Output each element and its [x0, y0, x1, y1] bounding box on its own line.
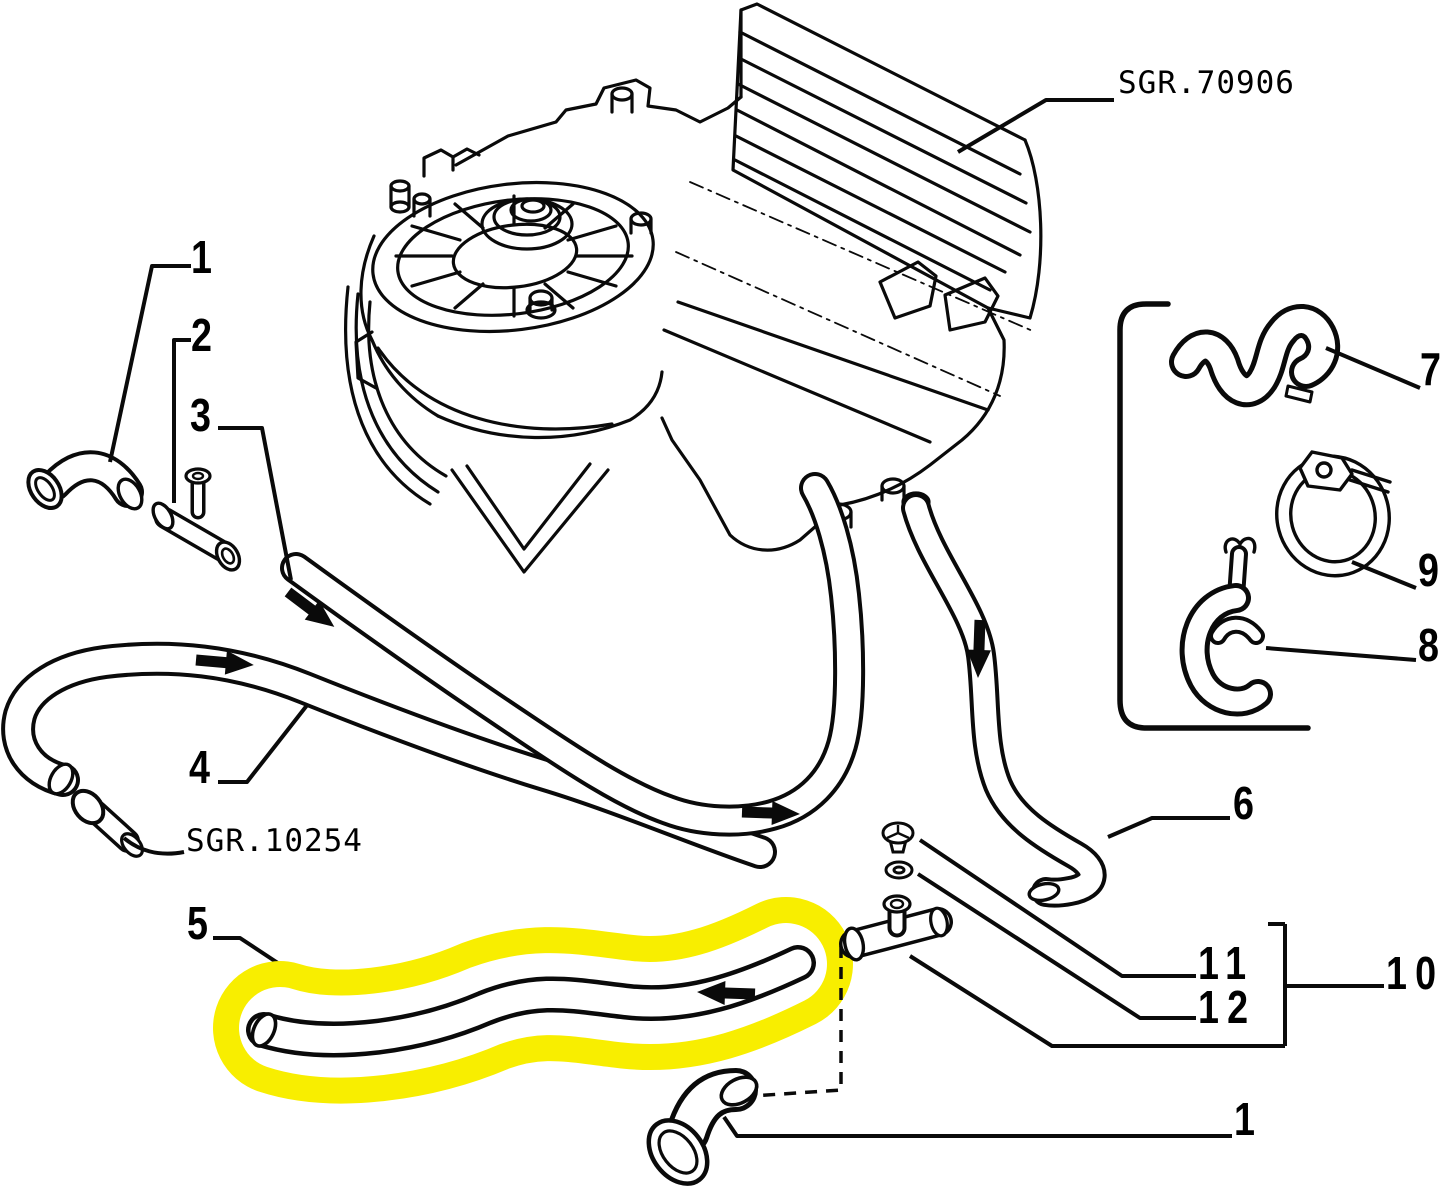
tee-fitting-part2: [151, 467, 242, 572]
leader-part6: [1107, 816, 1230, 839]
elbow-hose-part1-bottom: [646, 1068, 759, 1186]
callout-part8: 8: [1418, 619, 1439, 671]
leader-part7: [1325, 346, 1421, 390]
ref-code-sgr-10254: SGR.10254: [186, 823, 363, 859]
callout-part3: 3: [190, 389, 211, 441]
valve-part11: [881, 821, 915, 854]
flow-arrow-hose6: [966, 619, 991, 678]
leader-sgr10254: [122, 836, 185, 856]
callout-part9: 9: [1418, 544, 1439, 596]
hose-part6: [901, 493, 1107, 908]
hose-part4: [1, 641, 777, 869]
leader-part4: [218, 702, 310, 784]
callout-part11: 11: [1198, 937, 1255, 989]
grommet-part12: [884, 860, 914, 880]
hose-part3: [280, 472, 866, 837]
leader-part3: [218, 426, 293, 581]
tee-assembly-part10: [839, 894, 953, 962]
callout-part4: 4: [189, 741, 210, 793]
hose-clip-part7: [1169, 304, 1341, 408]
leader-part1-bottom: [722, 1115, 1232, 1138]
leader-part1-top: [108, 264, 191, 463]
leader-sgr70906: [956, 98, 1114, 154]
dashed-connection-line: [751, 946, 843, 1098]
leader-lines: [108, 98, 1421, 1138]
callout-part10: 10: [1386, 947, 1445, 999]
callout-part5: 5: [187, 897, 208, 949]
elbow-hose-part1-top: [26, 450, 144, 511]
leader-part9: [1351, 560, 1417, 590]
callout-part7: 7: [1420, 343, 1441, 395]
flow-arrows: [195, 587, 991, 1005]
flow-arrow-hose3-bottom: [741, 801, 800, 826]
callout-part1-bottom: 1: [1234, 1093, 1255, 1145]
bracket-part10: [908, 922, 1384, 1048]
clips-bracket: [1117, 301, 1311, 731]
flow-arrow-hose3: [284, 587, 335, 627]
leader-part12: [916, 872, 1196, 1020]
flow-arrow-hose5: [697, 980, 756, 1005]
callout-part1-top: 1: [191, 231, 212, 283]
callout-part2: 2: [191, 309, 212, 361]
leader-part2: [172, 338, 191, 503]
callout-part12: 12: [1198, 981, 1257, 1033]
leader-part11: [918, 838, 1196, 978]
flow-arrow-hose4: [195, 650, 254, 675]
ref-code-sgr-70906: SGR.70906: [1118, 65, 1295, 101]
spring-clip-part8: [1179, 536, 1273, 717]
fin-panel: [731, 2, 1043, 320]
hose-clamp-part9: [1275, 450, 1392, 578]
leader-part8: [1265, 646, 1417, 662]
clips-group: [1117, 301, 1392, 731]
callout-part6: 6: [1233, 777, 1254, 829]
heater-blower-assembly-drawing: [344, 2, 1043, 574]
hose-stub-sgr10254: [70, 788, 144, 858]
